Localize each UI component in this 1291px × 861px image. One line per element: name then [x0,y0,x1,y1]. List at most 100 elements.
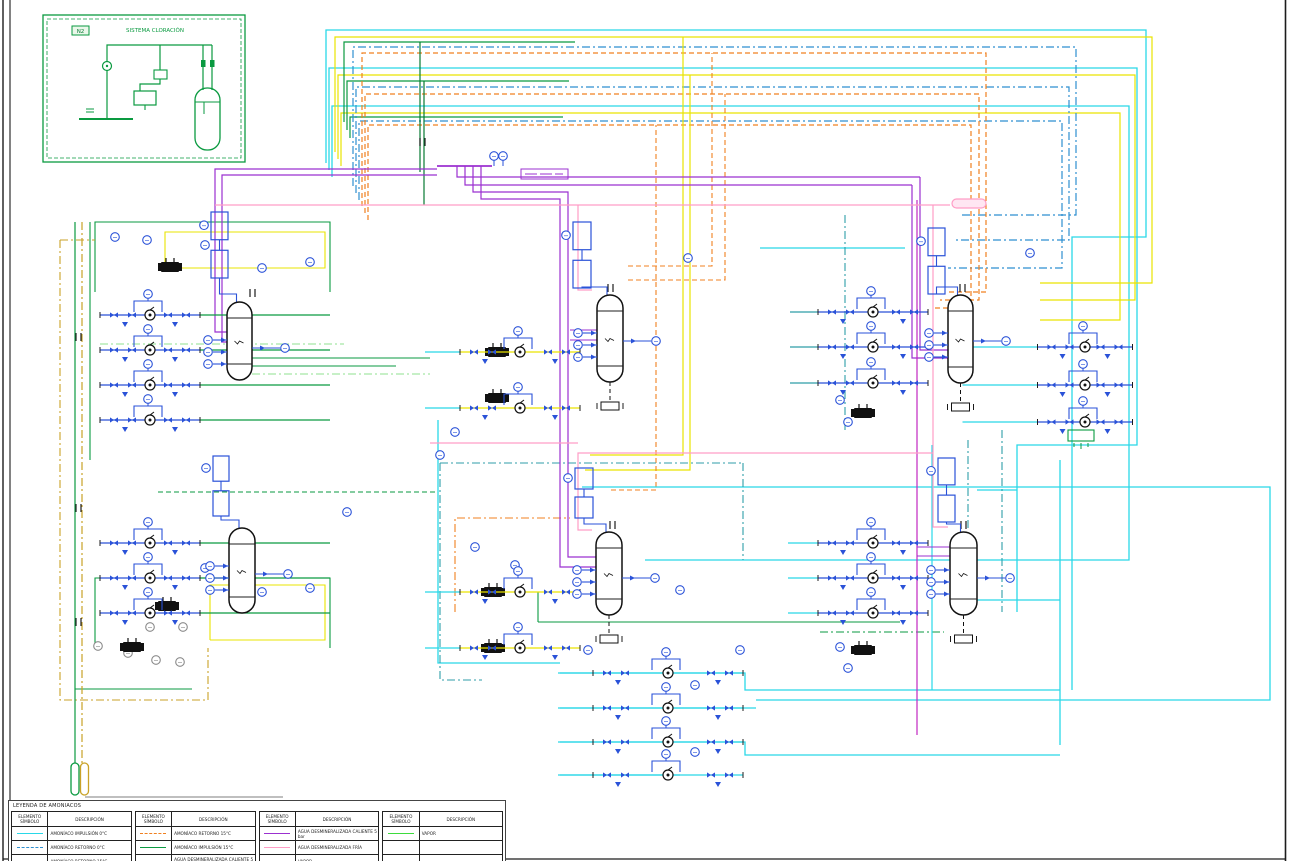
flow-arrow-icon [122,427,128,432]
instrument-bubble [651,336,661,346]
instrument-bubble [1078,396,1088,406]
legend-description-cell: AMONÍACO IMPULSIÓN 0°C [47,826,132,841]
valve-icon [110,347,118,353]
flow-arrow-icon [221,361,226,367]
legend-title: LEYENDA DE AMONIACOS [13,803,82,809]
flow-arrow-icon [985,575,990,581]
pump-icon-center [666,773,670,777]
compressor-icon [488,393,506,403]
instrument-bubble [866,552,876,562]
flow-arrow-icon [900,354,906,359]
legend-description-cell: AMONÍACO RETORNO 15°C [171,826,256,841]
instrument-bubble [513,326,523,336]
valve-icon [846,575,854,581]
valve-icon [910,380,918,386]
pump-icon-center [518,646,522,650]
instrument-bubble [1025,248,1035,258]
valve-icon [488,349,496,355]
instrument-bubble [835,395,845,405]
instrument-bubble [435,450,445,460]
suction-drum [927,227,946,257]
pump-icon-center [148,383,152,387]
instrument-bubble [916,236,926,247]
inset-valve-icon [201,60,206,67]
valve-icon [892,575,900,581]
valve-icon [182,417,190,423]
drain-box [951,402,970,412]
legend-description-cell: VAPOR [418,826,504,841]
valve-icon [910,540,918,546]
instrument-bubble [572,577,582,587]
compressor-flange [179,263,182,271]
valve-icon [892,610,900,616]
pump-icon-tick [667,699,673,704]
compressor-flange [120,643,123,651]
pump-icon-tick [872,534,878,539]
pump-icon-tick [1084,413,1090,418]
flow-arrow-icon [942,354,947,360]
pipe-purple [911,185,948,359]
flow-arrow-icon [615,680,621,685]
legend-symbol-cell [382,840,420,855]
compressor-flange [851,409,854,417]
flow-arrow-icon [482,599,488,604]
compressor-flange [141,643,144,651]
pipe-steel [358,120,1063,269]
instrument-bubble [151,655,161,665]
instrument-bubble [205,561,215,571]
legend-symbol-cell [134,854,173,861]
pipe-olive [59,240,209,701]
flow-arrow-icon [1059,354,1066,359]
instrument-bubble [143,587,153,597]
pump-icon-center [148,348,152,352]
pump-icon-tick [149,306,155,311]
instrument-bubble [143,324,153,334]
inset-vessel [194,87,221,151]
valve-icon [621,670,629,676]
legend-line-sample [387,833,414,834]
valve-icon [470,349,478,355]
flow-arrow-icon [260,345,265,351]
instrument-bubble [257,263,267,273]
pump-icon-center [148,418,152,422]
pump-icon-tick [519,399,525,404]
instrument-bubble [143,517,153,527]
instrument-bubble [200,240,210,250]
flow-arrow-icon [223,587,228,593]
valve-icon [562,589,570,595]
flow-arrow-icon [1104,429,1111,434]
legend-description-header: DESCRIPCIÓN [47,811,132,827]
flow-arrow-icon [840,319,846,324]
instrument-bubble [924,328,934,338]
suction-drum [212,490,230,517]
instrument-bubble [926,589,936,599]
flow-arrow-icon [552,359,558,364]
pump-icon-center [148,576,152,580]
pump-icon-center [148,313,152,317]
legend-symbol-header: ELEMENTO SÍMBOLO [10,811,49,827]
suction-drum [210,249,229,279]
flow-arrow-icon [552,415,558,420]
flow-arrow-icon [981,338,986,344]
valve-icon [128,540,136,546]
suction-drum [937,494,956,523]
pump-icon-center [871,576,875,580]
vessel-level-mark [604,337,615,343]
valve-icon [562,349,570,355]
instrument-bubble [563,473,573,483]
flow-arrow-icon [715,680,721,685]
inset-pipe [106,44,212,62]
pump-icon-tick [149,604,155,609]
valve-icon [470,589,478,595]
nitrogen-tag-box [71,25,90,36]
valve-icon [1096,382,1105,388]
legend-description-header: DESCRIPCIÓN [418,811,504,827]
drain-box [599,634,619,644]
compressor-icon [854,645,872,655]
instrument-bubble [205,573,215,583]
drum-to-vessel-line [218,278,238,304]
pink-inline-element [951,198,987,209]
instrument-bubble [280,343,290,353]
